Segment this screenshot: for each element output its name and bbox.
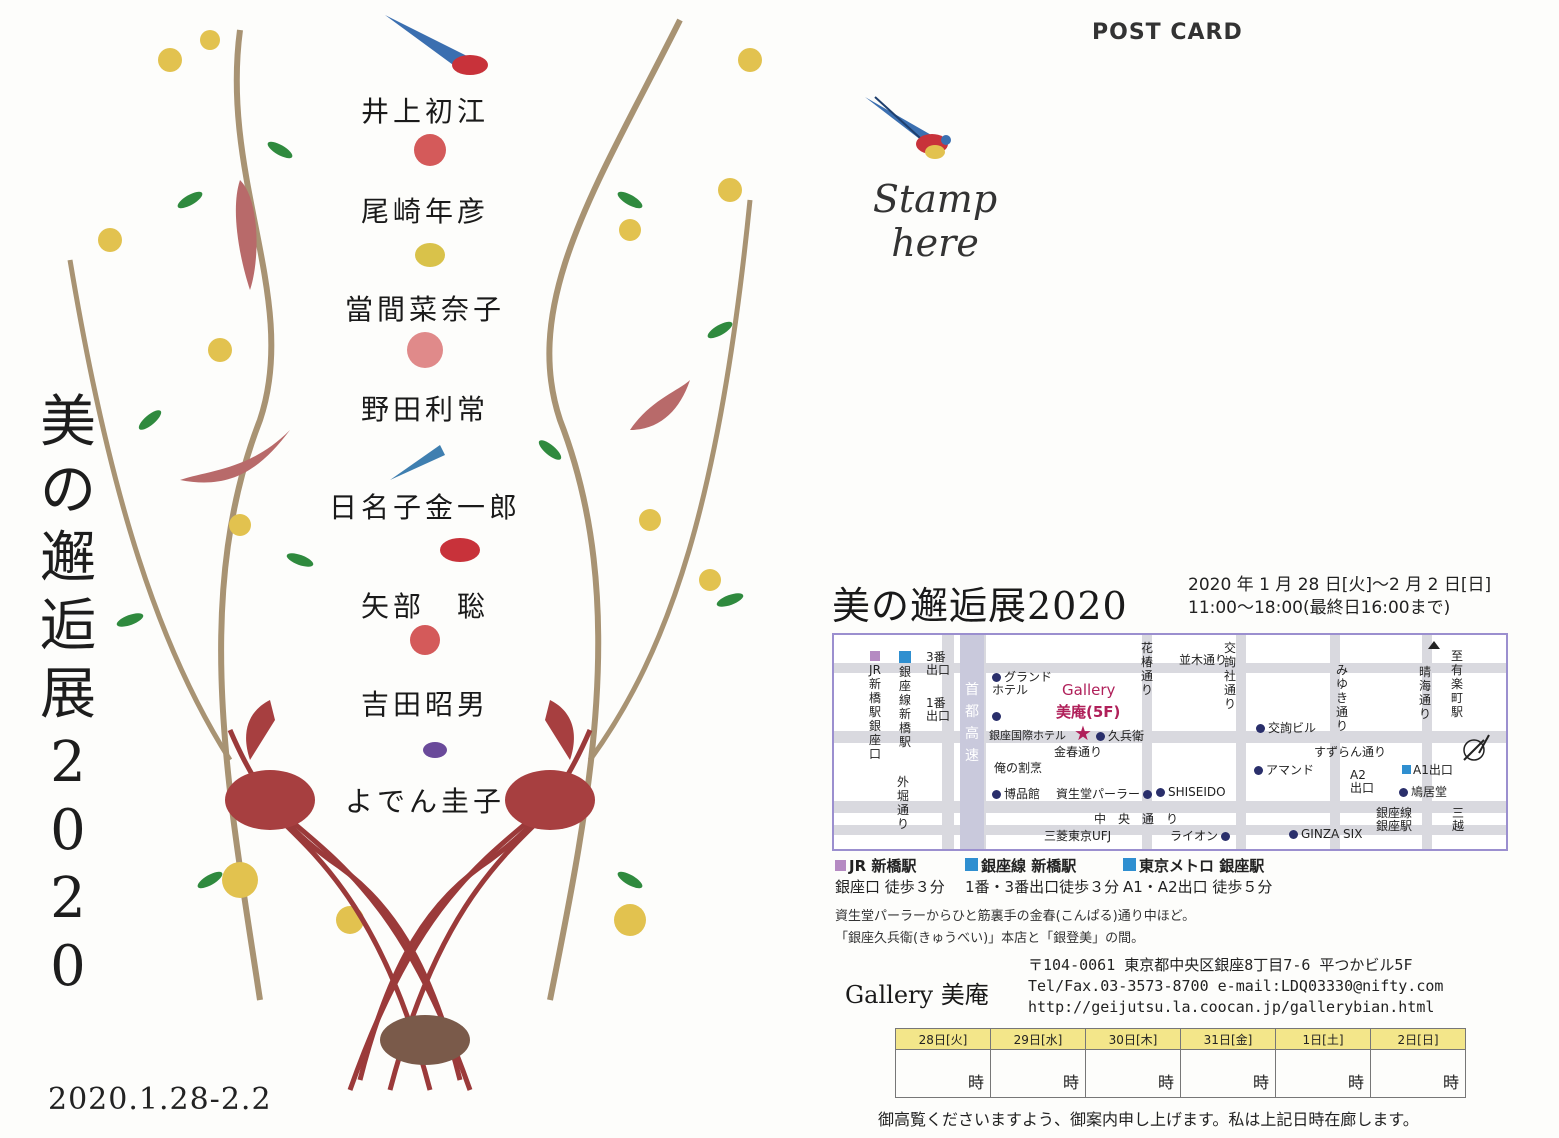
jr-station-label: JR新橋駅銀座口 [868, 651, 882, 761]
namiki-street-label: 並木通り [1179, 653, 1228, 667]
title-char: 2 [50, 730, 86, 795]
konparu-street-label: 金春通り [1054, 745, 1103, 759]
artist-name: 野田利常 [360, 393, 489, 426]
schedule-day: 31日[金] [1180, 1028, 1276, 1050]
title-char: の [40, 458, 96, 523]
postal-address: 〒104-0061 東京都中央区銀座8丁目7-6 平つかビル5F [1028, 956, 1413, 974]
website-url[interactable]: http://geijutsu.la.coocan.jp/gallerybian… [1028, 998, 1435, 1016]
kyubey-label: 久兵衛 [1096, 727, 1144, 744]
invitation-back: POST CARD Stamp here 美の邂逅展2020 2020 年 1 … [790, 0, 1559, 1138]
hakuhinkan-label: 博品館 [992, 785, 1040, 802]
closing-message: 御高覧くださいますよう、御案内申し上げます。私は上記日時在廊します。 [878, 1110, 1419, 1129]
mitsukoshi-label: 三 越 [1452, 806, 1465, 833]
metro-icon [1123, 858, 1136, 871]
exit-1-label: 1番 出口 [926, 696, 951, 723]
access-tokyo-metro: 東京メトロ 銀座駅 A1・A2出口 徒歩５分 [1123, 857, 1273, 896]
bird-icon [865, 96, 951, 159]
schedule-day: 30日[木] [1085, 1028, 1181, 1050]
stamp-area: Stamp here [845, 177, 1025, 265]
postcard-label: POST CARD [1092, 20, 1243, 45]
kokusai-hotel-name: 銀座国際ホテル [989, 729, 1066, 742]
lion-label: ライオン [1170, 827, 1233, 844]
schedule-time-cell: 時 [1180, 1049, 1276, 1098]
gallery-star-icon: ★ [1074, 721, 1092, 745]
vertical-exhibition-title: 美 の 邂 逅 展 2 0 2 0 [38, 395, 98, 1007]
metro-icon [965, 858, 978, 871]
exhibition-title: 美の邂逅展2020 [832, 584, 1128, 628]
dates-line: 2020 年 1 月 28 日[火]〜2 月 2 日[日] [1188, 575, 1492, 595]
title-char: 逅 [40, 594, 96, 659]
shiseido-parlour-label: 資生堂パーラー [1056, 785, 1155, 802]
map-streets [834, 635, 1506, 849]
artist-name: 日名子金一郎 [328, 491, 521, 524]
hours-line: 11:00〜18:00(最終日16:00まで) [1188, 598, 1451, 618]
stamp-line: here [891, 220, 979, 265]
gaibori-street-label: 外堀通り [896, 775, 909, 831]
ginza-line-shinbashi-label: 銀座線新橋駅 [898, 651, 912, 749]
jr-icon [835, 860, 846, 871]
gallery-map-label: Gallery [1062, 681, 1116, 699]
kojun-street-label: 交詢社通り [1223, 641, 1236, 711]
invitation-front: 美 の 邂 逅 展 2 0 2 0 井上初江 尾崎年彦 當間菜奈子 野田利常 日… [38, 15, 762, 1117]
warepo-label: 俺の割烹 [994, 761, 1043, 775]
schedule-day: 1日[土] [1275, 1028, 1371, 1050]
contact-info: Tel/Fax.03-3573-8700 e-mail:LDQ03330@nif… [1028, 977, 1444, 995]
attendance-schedule: 28日[火] 29日[水] 30日[木] 31日[金] 1日[土] 2日[日] … [895, 1028, 1466, 1098]
gallery-address: 〒104-0061 東京都中央区銀座8丁目7-6 平つかビル5F Tel/Fax… [1028, 955, 1443, 1018]
artist-name: 矢部 聡 [360, 590, 489, 623]
tree-and-phoenix-illustration [67, 15, 762, 1091]
schedule-time-cell: 時 [1085, 1049, 1181, 1098]
artist-name: 吉田昭男 [360, 688, 489, 721]
stamp-line: Stamp [872, 177, 998, 221]
schedule-time-cell: 時 [1275, 1049, 1371, 1098]
miyuki-street-label: みゆき通り [1335, 663, 1348, 733]
artist-name: 井上初江 [360, 95, 489, 128]
kyukyodo-label: 鳩居堂 [1399, 783, 1447, 800]
grand-hotel-label: グランド ホテル [992, 670, 1053, 697]
access-map: JR新橋駅銀座口 銀座線新橋駅 3番 出口 1番 出口 外堀通り 首都高速 花椿… [832, 633, 1508, 851]
title-char: 2 [50, 866, 86, 931]
gallery-map-name: 美庵(5F) [1056, 703, 1121, 721]
schedule-day: 2日[日] [1370, 1028, 1466, 1050]
hanatsubaki-street-label: 花椿通り [1140, 641, 1153, 697]
kokusai-hotel-label [992, 709, 1004, 723]
shuto-expressway-label: 首都高速 [965, 682, 979, 764]
exhibition-dates: 2020 年 1 月 28 日[火]〜2 月 2 日[日] 11:00〜18:0… [1188, 574, 1491, 620]
access-ginza-line: 銀座線 新橋駅 1番・3番出口徒歩３分 [965, 857, 1120, 896]
directions-note: 資生堂パーラーからひと筋裏手の金春(こんぱる)通り中ほど。 「銀座久兵衛(きゅう… [835, 909, 1196, 946]
a2-exit-label: A2 出口 [1350, 768, 1375, 795]
schedule-time-cell: 時 [895, 1049, 991, 1098]
ginza-station-label: 銀座線 銀座駅 [1376, 806, 1413, 833]
ginzasix-label: GINZA SIX [1289, 827, 1362, 841]
kojun-building-label: 交詢ビル [1256, 719, 1316, 736]
schedule-time-cell: 時 [1370, 1049, 1466, 1098]
date-range: 2020.1.28-2.2 [48, 1082, 272, 1117]
title-char: 美 [40, 390, 96, 455]
suzuran-street-label: すずらん通り [1314, 745, 1387, 759]
to-yurakucho-label: 至有楽町駅 [1450, 649, 1463, 719]
title-char: 0 [50, 934, 86, 999]
access-jr: JR 新橋駅 銀座口 徒歩３分 [835, 857, 945, 896]
harumi-street-label: 晴海通り [1418, 665, 1431, 721]
schedule-day: 29日[水] [990, 1028, 1086, 1050]
a1-exit-label: A1出口 [1402, 761, 1453, 778]
artist-name: 當間菜奈子 [344, 293, 505, 326]
ufj-label: 三菱東京UFJ [1044, 829, 1112, 843]
gallery-logo-name: Gallery 美庵 [845, 981, 989, 1009]
amando-label: アマンド [1254, 761, 1314, 778]
title-char: 展 [40, 662, 96, 727]
schedule-time-cell: 時 [990, 1049, 1086, 1098]
artist-name: 尾崎年彦 [360, 195, 489, 228]
title-char: 0 [50, 798, 86, 863]
exit-3-label: 3番 出口 [926, 650, 951, 677]
artist-name: よでん圭子 [344, 785, 505, 818]
shiseido-label: SHISEIDO [1156, 785, 1226, 799]
schedule-day: 28日[火] [895, 1028, 991, 1050]
title-char: 邂 [40, 526, 96, 591]
chuo-street-label: 中 央 通 り [1094, 812, 1179, 826]
